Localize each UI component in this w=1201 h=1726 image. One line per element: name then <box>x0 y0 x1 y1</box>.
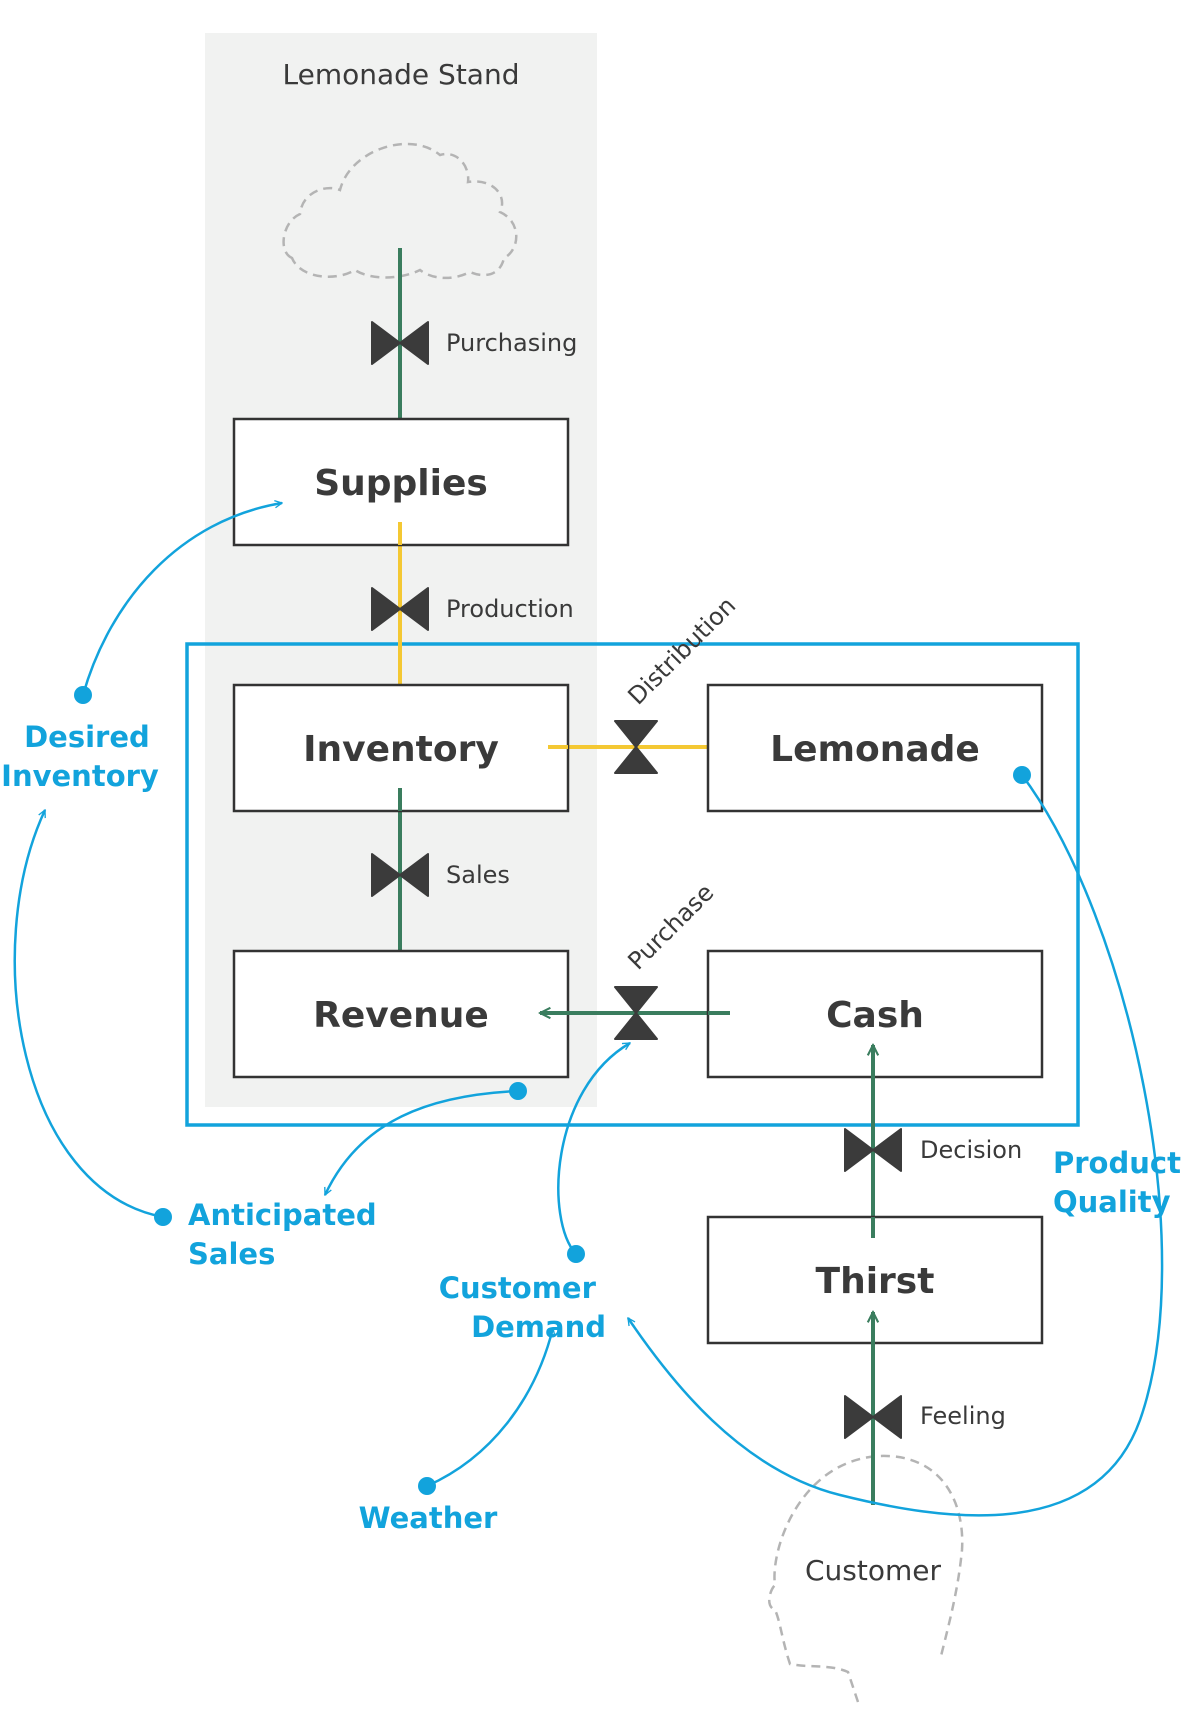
customer-head-icon <box>768 1454 964 1703</box>
purchase-label: Purchase <box>622 878 719 975</box>
stock-supplies-label: Supplies <box>314 463 488 504</box>
purchase-valve <box>614 986 658 1040</box>
product-quality-label: Product Quality <box>1053 1146 1191 1219</box>
lemonade-to-customer-demand-link <box>626 774 1164 1517</box>
desired-inventory-to-supplies-link <box>81 503 282 696</box>
customer-demand-line-1: Customer <box>439 1271 597 1305</box>
stock-supplies: Supplies <box>232 417 570 547</box>
feeling-valve <box>844 1395 902 1439</box>
revenue-dot <box>509 1082 527 1100</box>
customer-demand-to-purchase-link <box>557 1041 630 1255</box>
customer-demand-dot <box>567 1245 585 1263</box>
customer-label: Customer <box>805 1554 941 1587</box>
stock-lemonade: Lemonade <box>706 683 1044 813</box>
decision-label: Decision <box>920 1136 1022 1164</box>
weather-dot <box>418 1477 436 1495</box>
cloud-source-icon <box>282 142 518 280</box>
anticipated-sales-line-2: Sales <box>188 1237 275 1271</box>
stock-cash-label: Cash <box>826 995 924 1036</box>
desired-inventory-label: Desired Inventory <box>1 720 160 793</box>
weather-to-customer-demand-link <box>426 1328 553 1488</box>
purchasing-valve <box>371 321 429 365</box>
decision-valve <box>844 1128 902 1172</box>
desired-inventory-dot <box>74 686 92 704</box>
customer-demand-label: Customer Demand <box>439 1271 606 1344</box>
desired-inventory-line-1: Desired <box>24 720 150 754</box>
stock-revenue-label: Revenue <box>313 995 489 1036</box>
stock-revenue: Revenue <box>232 949 570 1079</box>
production-label: Production <box>446 595 574 623</box>
lemonade-dot <box>1013 766 1031 784</box>
product-quality-line-2: Quality <box>1053 1185 1171 1219</box>
anticipated-sales-dot <box>154 1208 172 1226</box>
weather-label: Weather <box>359 1501 498 1535</box>
sales-label: Sales <box>446 861 510 889</box>
system-boundary <box>185 642 1080 1127</box>
anticipated-sales-label: Anticipated Sales <box>188 1198 387 1271</box>
distribution-valve <box>614 720 658 774</box>
stock-lemonade-label: Lemonade <box>770 729 980 770</box>
stock-inventory-label: Inventory <box>303 729 499 770</box>
sales-valve <box>371 853 429 897</box>
revenue-to-anticipated-sales-link <box>323 1089 519 1195</box>
purchasing-label: Purchasing <box>446 329 577 357</box>
customer-demand-line-2: Demand <box>471 1310 606 1344</box>
production-valve <box>371 587 429 631</box>
anticipated-sales-to-desired-inventory-link <box>13 810 164 1219</box>
anticipated-sales-line-1: Anticipated <box>188 1198 377 1232</box>
stand-title: Lemonade Stand <box>283 58 520 91</box>
desired-inventory-line-2: Inventory <box>1 759 159 793</box>
product-quality-line-1: Product <box>1053 1146 1181 1180</box>
stock-thirst-label: Thirst <box>816 1261 935 1302</box>
feeling-label: Feeling <box>920 1402 1006 1430</box>
